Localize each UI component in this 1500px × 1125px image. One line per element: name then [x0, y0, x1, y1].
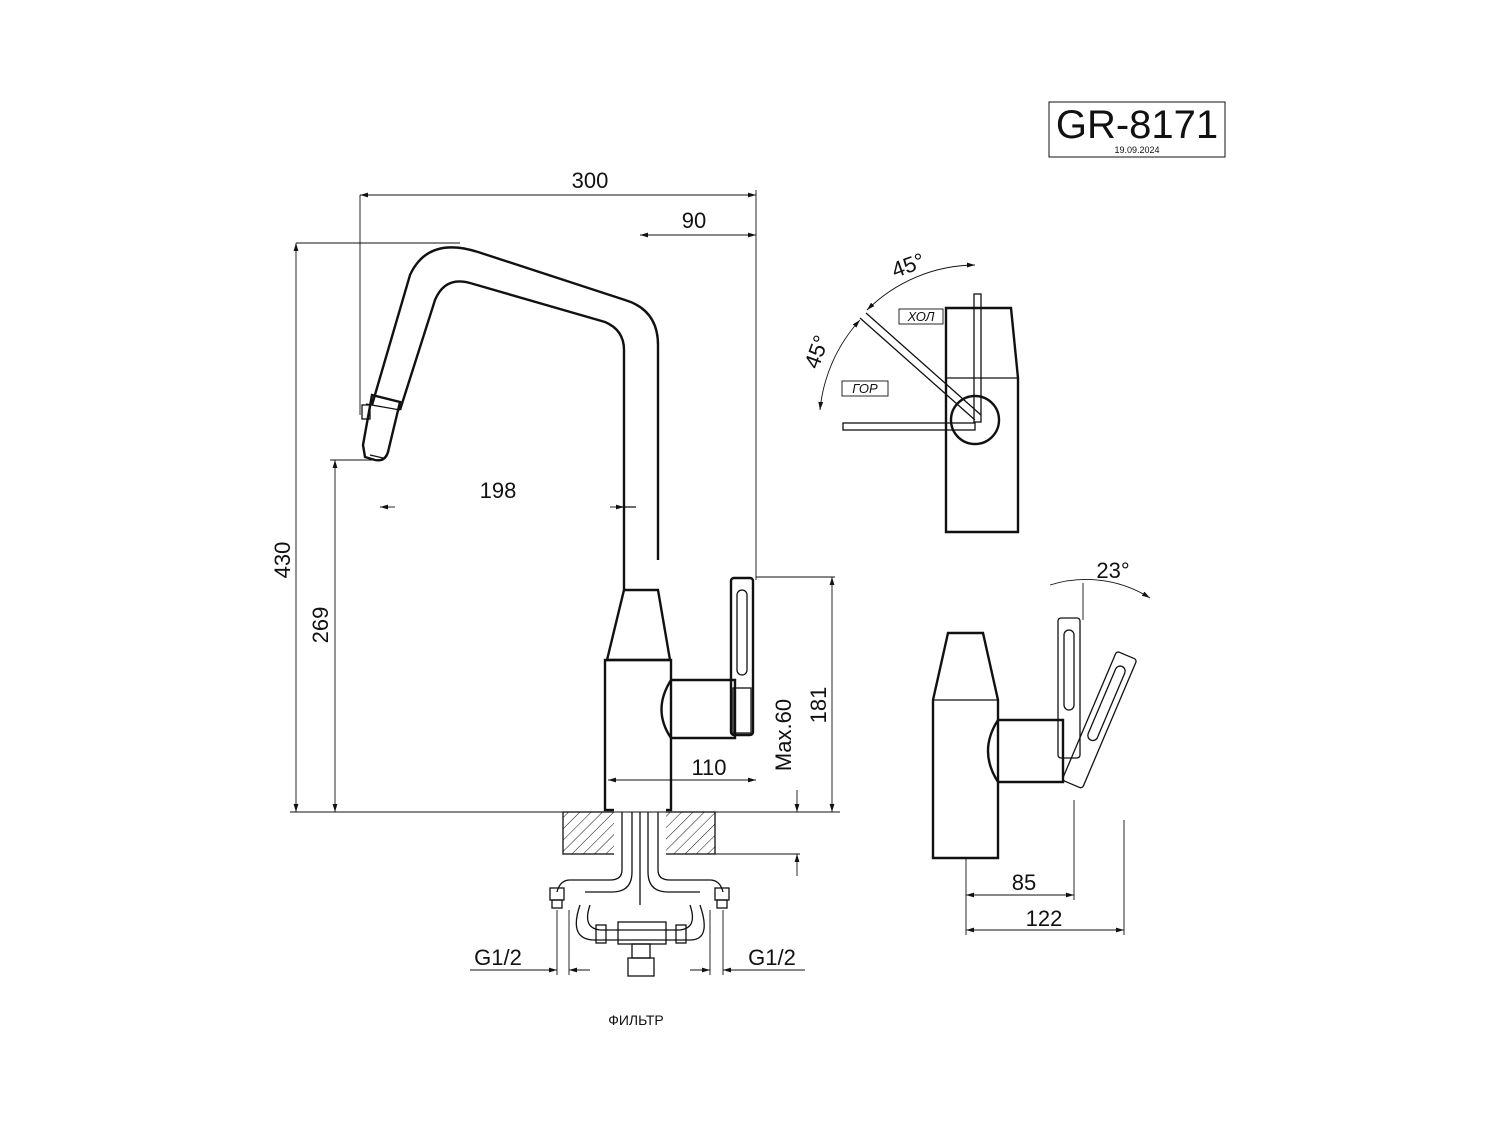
drawing-date: 19.09.2024 [1114, 145, 1159, 155]
dim-430: 430 [270, 542, 295, 579]
rotation-view [818, 262, 1020, 534]
cold-label: ХОЛ [907, 309, 935, 324]
spout-outer [370, 246, 660, 560]
dim-90: 90 [682, 208, 706, 233]
angle-top-label: 45° [888, 248, 928, 283]
dim-g12-left: G1/2 [474, 945, 522, 970]
dim-181: 181 [806, 687, 831, 724]
body-cone [605, 588, 672, 662]
dimension-lines [290, 190, 840, 975]
body-base [603, 658, 673, 812]
handle-hub [660, 678, 737, 740]
hot-label: ГОР [852, 381, 878, 396]
dim-g12-right: G1/2 [748, 945, 796, 970]
lever [729, 576, 755, 737]
faucet-front-view [361, 246, 755, 812]
dim-max60: Max.60 [771, 699, 796, 771]
dim-85: 85 [1012, 870, 1036, 895]
angle-left-label: 45° [799, 332, 834, 372]
filter-label: ФИЛЬТР [608, 1012, 664, 1028]
dim-198: 198 [480, 478, 517, 503]
dim-122: 122 [1026, 906, 1063, 931]
title-block: GR-8171 19.09.2024 [1048, 101, 1226, 158]
model-number: GR-8171 [1056, 103, 1218, 147]
dim-110: 110 [691, 755, 726, 780]
nozzle [361, 393, 402, 462]
hoses [549, 812, 730, 977]
spout-inner [398, 280, 626, 590]
dim-300: 300 [572, 168, 609, 193]
countertop [562, 808, 716, 858]
side-view [931, 579, 1151, 935]
dim-269: 269 [308, 607, 333, 644]
angle-side-label: 23° [1096, 558, 1129, 583]
